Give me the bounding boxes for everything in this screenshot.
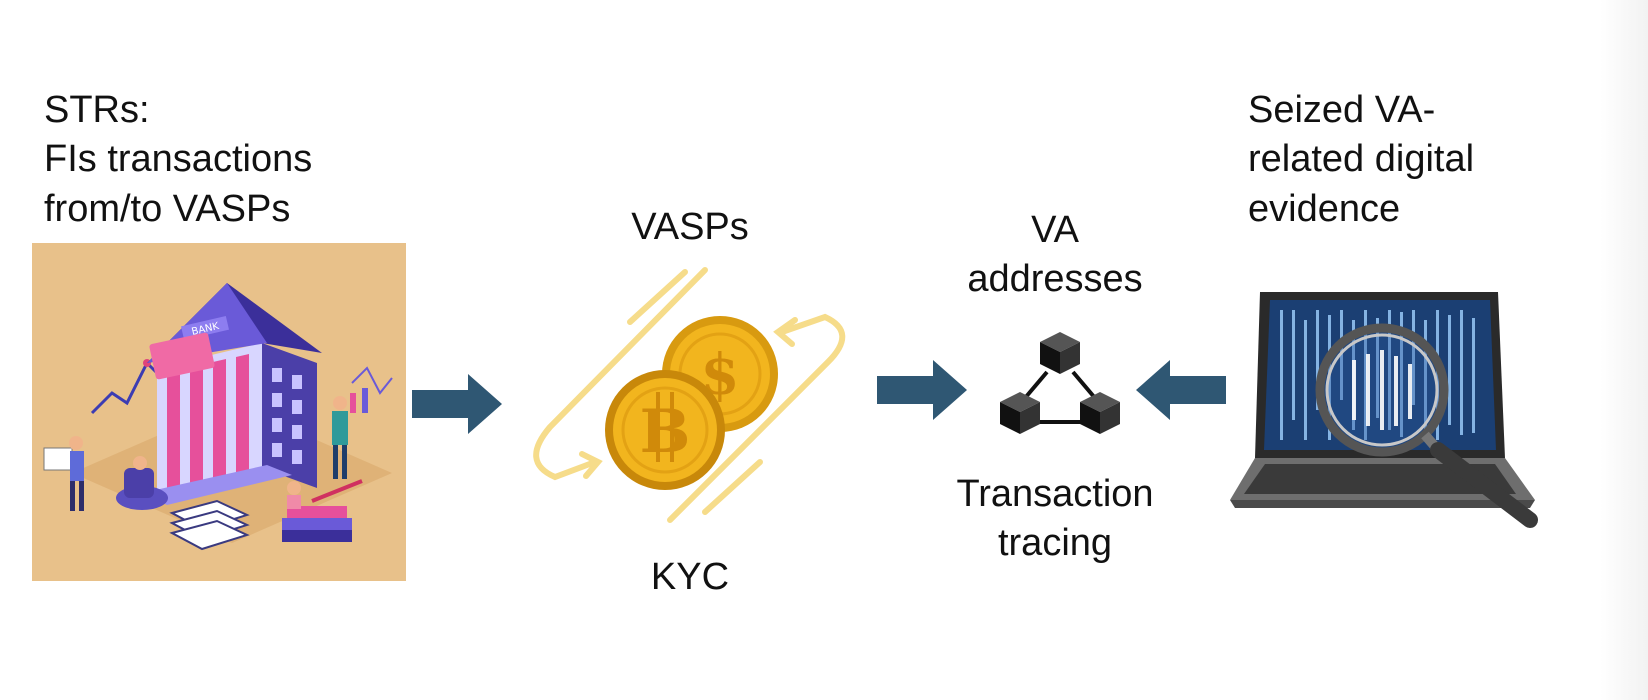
bank-side-wall <box>262 343 317 488</box>
seized-evidence-line-1: Seized VA- <box>1248 89 1436 131</box>
transaction-tracing-line-2: tracing <box>997 522 1113 565</box>
bank-front-wall <box>157 343 262 493</box>
crypto-coins-illustration: $ B <box>510 262 870 528</box>
chart-line-icon <box>90 360 164 415</box>
vasps-label: VASPs <box>631 206 749 248</box>
strs-label-line-1: STRs: <box>44 89 150 131</box>
bank-illustration: BANK <box>32 243 406 581</box>
cube-left <box>1000 392 1040 434</box>
transaction-tracing-label: Transaction tracing <box>925 470 1185 569</box>
blockchain-icon <box>1000 332 1120 434</box>
flow-arrow-1 <box>412 374 502 434</box>
cube-right <box>1080 392 1120 434</box>
cube-top <box>1040 332 1080 374</box>
laptop-base-edge <box>1230 500 1535 508</box>
va-addresses-line-1: VA <box>1031 209 1079 251</box>
va-addresses-label: VA addresses <box>930 206 1180 305</box>
kyc-label: KYC <box>650 556 730 598</box>
person-right-figure <box>332 396 348 479</box>
coin-loop-arrows <box>533 267 846 523</box>
va-addresses-line-2: addresses <box>967 258 1143 301</box>
card-icon <box>149 332 215 380</box>
strs-label: STRs: FIs transactions from/to VASPs <box>44 86 312 234</box>
seized-evidence-line-3: evidence <box>1248 187 1401 230</box>
seized-evidence-line-2: related digital <box>1248 138 1475 181</box>
strs-label-line-2: FIs transactions <box>44 138 313 181</box>
bank-steps <box>142 465 292 505</box>
bitcoin-coin-symbol: B <box>640 397 691 467</box>
transaction-tracing-line-1: Transaction <box>956 473 1154 515</box>
laptop-evidence-illustration <box>1230 290 1550 530</box>
bank-side-windows <box>272 368 302 464</box>
seized-evidence-label: Seized VA- related digital evidence <box>1248 86 1474 234</box>
person-seated-figure <box>116 456 168 510</box>
strs-label-line-3: from/to VASPs <box>44 187 291 230</box>
bitcoin-coin-icon: B <box>605 370 725 490</box>
chart-panel-right <box>350 366 393 413</box>
bank-columns <box>167 354 249 489</box>
person-left-figure <box>43 436 84 511</box>
flow-arrow-2 <box>877 360 967 420</box>
bank-sign-plate <box>181 316 229 340</box>
money-stacks <box>169 499 250 551</box>
magnifier-icon <box>1315 323 1538 528</box>
laptop-keyboard <box>1244 464 1516 494</box>
flow-arrow-3 <box>1136 360 1226 420</box>
page-edge-shade <box>1600 0 1648 700</box>
books-stack <box>282 479 363 542</box>
